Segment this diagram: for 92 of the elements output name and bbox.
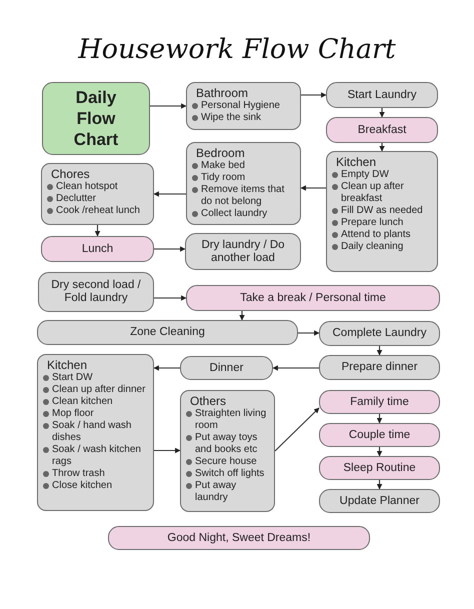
step-box: [319, 423, 440, 447]
bullet-text: Prepare lunch: [341, 217, 404, 229]
step-label: Good Night, Sweet Dreams!: [167, 532, 311, 544]
arrow: [153, 191, 186, 197]
bullet-text: Clean hotspot: [56, 181, 118, 193]
bullet-text: Mop floor: [52, 408, 94, 420]
step-label: Dry laundry / Do another load: [200, 238, 286, 264]
step-label: Couple time: [348, 428, 410, 442]
arrow: [154, 246, 186, 252]
bullet-text: Declutter: [56, 193, 96, 205]
bullet-text: Daily cleaning: [341, 241, 404, 253]
step-box: [186, 285, 440, 311]
step-box: [38, 272, 154, 312]
bullet-text: Straighten living room: [195, 408, 268, 432]
bullet-text: Clean kitchen: [52, 396, 113, 408]
arrow: [376, 447, 382, 457]
arrow: [272, 365, 319, 371]
step-label: Start Laundry: [347, 88, 417, 102]
bullet-text: Clean up after dinner: [52, 384, 146, 396]
bullet-text: Secure house: [195, 456, 257, 468]
step-box: [319, 390, 440, 414]
step-label: Update Planner: [340, 494, 420, 508]
step-label: Zone Cleaning: [130, 326, 205, 339]
task-list-box: [37, 354, 154, 511]
bullet-text: Tidy room: [201, 172, 246, 184]
step-box: [180, 356, 273, 380]
step-box: [326, 82, 438, 108]
task-list-box: [180, 390, 275, 512]
arrow: [150, 103, 187, 109]
arrow: [379, 143, 385, 152]
step-box: [319, 456, 440, 480]
arrow: [239, 311, 245, 321]
arrow: [379, 108, 385, 118]
arrow: [153, 365, 180, 371]
task-list-box: [41, 163, 154, 225]
step-box: [41, 236, 154, 262]
bullet-text: Remove items that do not belong: [201, 184, 286, 208]
step-box: [185, 233, 301, 270]
title-box: [42, 82, 150, 155]
box-heading: Chores: [50, 167, 91, 181]
chart-title: Housework Flow Chart: [76, 33, 397, 67]
bullet-text: Collect laundry: [201, 208, 268, 220]
bullet-text: Throw trash: [52, 468, 105, 480]
bullet-text: Put away toys and books etc: [195, 432, 258, 456]
arrow: [376, 346, 382, 356]
bullet-text: Put away laundry: [195, 480, 238, 504]
arrow: [154, 448, 181, 454]
step-box: [108, 526, 370, 550]
bullet-text: Fill DW as needed: [341, 205, 423, 217]
bullet-text: Start DW: [52, 372, 93, 384]
bullet-text: Clean up after breakfast: [341, 181, 405, 205]
step-label: Lunch: [82, 242, 114, 256]
step-box: [37, 320, 298, 345]
arrow: [300, 185, 326, 191]
step-label: Daily Flow Chart: [72, 87, 120, 150]
box-heading: Bedroom: [195, 146, 246, 160]
arrow: [301, 92, 327, 98]
arrow: [154, 295, 187, 301]
box-heading: Kitchen: [335, 155, 378, 169]
bullet-text: Wipe the sink: [201, 112, 262, 124]
box-heading: Kitchen: [46, 358, 88, 372]
bullet-text: Switch off lights: [195, 468, 264, 480]
box-heading: Bathroom: [195, 86, 250, 100]
step-label: Breakfast: [358, 124, 406, 136]
arrow: [298, 330, 320, 336]
task-list-box: [326, 151, 438, 272]
step-label: Dinner: [210, 362, 244, 374]
step-label: Dry second load / Fold laundry: [50, 279, 142, 305]
bullet-text: Soak / hand wash dishes: [52, 420, 132, 444]
bullet-text: Close kitchen: [52, 480, 112, 492]
bullet-text: Soak / wash kitchen rags: [52, 444, 142, 468]
bullet-text: Cook /reheat lunch: [56, 205, 140, 217]
bullet-text: Personal Hygiene: [201, 100, 280, 112]
arrow: [376, 480, 382, 490]
arrow: [94, 225, 100, 237]
step-label: Complete Laundry: [332, 327, 426, 340]
arrow: [376, 414, 382, 424]
step-label: Prepare dinner: [341, 361, 418, 374]
step-box: [319, 355, 440, 380]
bullet-text: Empty DW: [341, 169, 389, 181]
box-heading: Others: [189, 394, 228, 408]
step-box: [319, 489, 440, 513]
step-label: Take a break / Personal time: [240, 292, 386, 304]
step-box: [319, 321, 440, 346]
task-list-box: [186, 82, 301, 130]
step-label: Family time: [350, 396, 409, 408]
step-label: Sleep Routine: [343, 462, 416, 474]
bullet-text: Make bed: [201, 160, 245, 172]
arrow: [274, 408, 320, 452]
step-box: [326, 117, 438, 143]
task-list-box: [186, 142, 301, 225]
bullet-text: Attend to plants: [341, 229, 410, 241]
